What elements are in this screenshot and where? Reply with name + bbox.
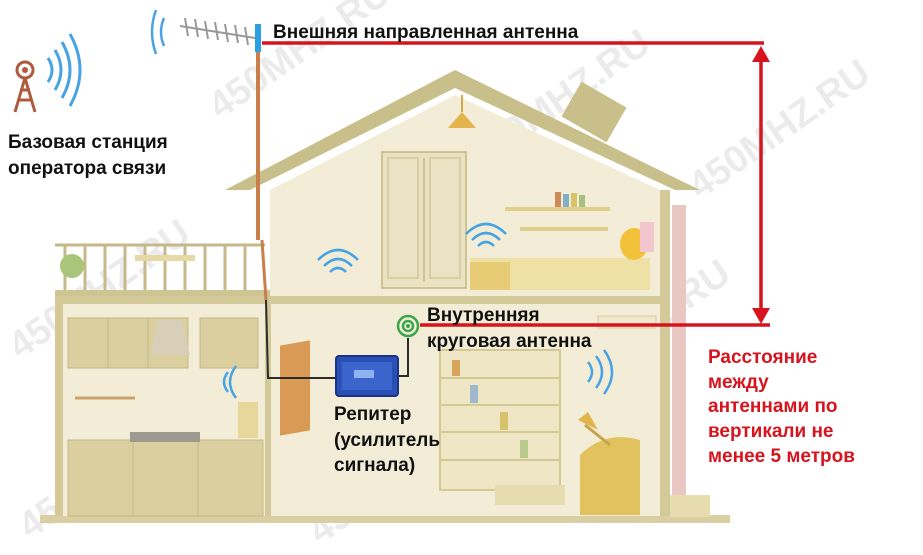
armchair: [578, 412, 640, 515]
floor-divider: [55, 296, 670, 304]
internal-antenna-cable: [398, 338, 409, 377]
base-station-tower-icon: [13, 60, 37, 113]
wall-shelf: [505, 192, 610, 231]
antenna-cable: [265, 299, 336, 379]
ground: [40, 515, 730, 523]
external-antenna-head: [255, 24, 261, 52]
base-station-label-line: оператора связи: [8, 157, 167, 179]
roof: [225, 70, 700, 190]
distance-label-line: вертикали не: [708, 421, 834, 443]
external-antenna-icon: [179, 17, 256, 46]
repeater-label-line: Репитер: [334, 404, 412, 425]
wardrobe: [381, 151, 467, 289]
chimney: [561, 81, 627, 143]
internal-antenna-label: Внутренняя круговая антенна: [427, 303, 592, 354]
bed: [470, 222, 654, 290]
living-signal-waves-icon: [586, 349, 614, 395]
balcony-floor: [55, 290, 270, 300]
internal-antenna-icon: [396, 314, 420, 338]
antenna-mast-extension: [260, 239, 268, 301]
kitchen: [67, 317, 264, 517]
middle-wall: [265, 300, 271, 516]
watermark-text: 450MHZ.RU: [681, 52, 878, 208]
distance-label: Расстояние между антеннами по вертикали …: [708, 346, 855, 469]
right-wall: [660, 190, 670, 516]
tower-signal-waves-icon: [46, 33, 82, 107]
balcony-plant-icon: [60, 254, 84, 278]
bookcase: [439, 349, 561, 491]
distance-indicator: [262, 41, 770, 327]
internal-antenna-label-line: круговая антенна: [427, 330, 592, 352]
ceiling-lamp-icon: [448, 112, 476, 128]
base-station-label: Базовая станция оператора связи: [8, 130, 168, 181]
distance-label-line: между: [708, 371, 769, 393]
base-station-label-line: Базовая станция: [8, 132, 168, 153]
kitchen-signal-waves-icon: [222, 365, 238, 399]
external-antenna-label: Внешняя направленная антенна: [273, 22, 579, 43]
balcony-railing: [55, 243, 265, 290]
tv-stand: [280, 340, 310, 436]
distance-label-line: Расстояние: [708, 347, 818, 368]
external-antenna-signal-icon: [150, 9, 166, 55]
repeater-label-line: (усилитель: [334, 429, 441, 451]
balcony-table: [135, 255, 195, 261]
coffee-table: [495, 485, 565, 505]
repeater-label: Репитер (усилитель сигнала): [334, 402, 440, 479]
repeater-device-icon: [335, 355, 399, 397]
upper-signal-waves-icon: [317, 222, 507, 273]
distance-label-line: менее 5 метров: [708, 445, 855, 467]
drainpipe: [672, 205, 686, 495]
stairs: [670, 495, 710, 517]
internal-antenna-label-line: Внутренняя: [427, 305, 540, 326]
left-wall: [55, 300, 63, 516]
distance-label-line: антеннами по: [708, 396, 838, 418]
repeater-label-line: сигнала): [334, 455, 416, 477]
